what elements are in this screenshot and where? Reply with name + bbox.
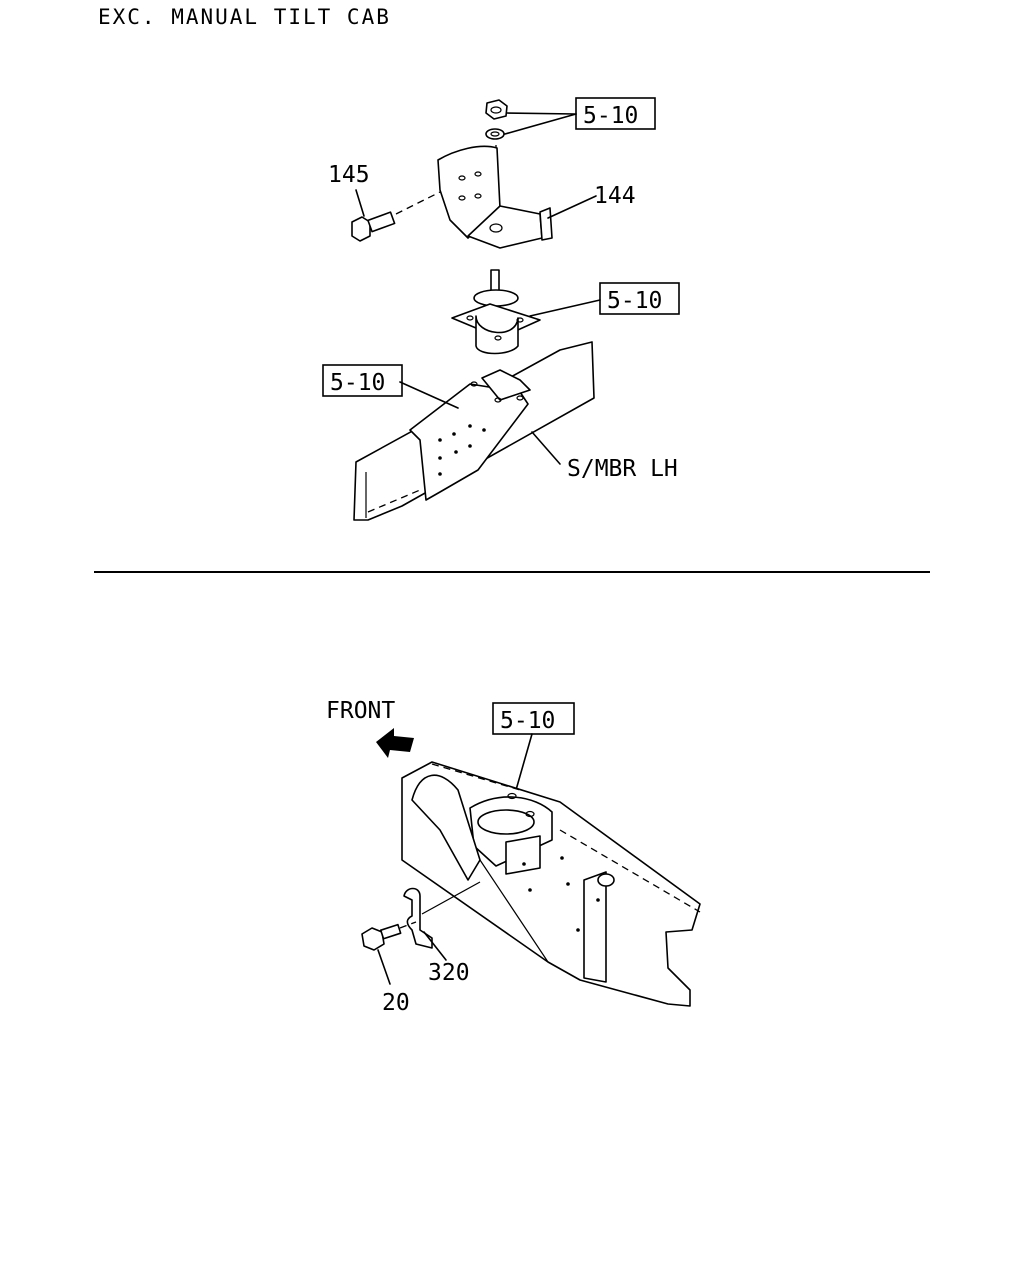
- leader-nut: [506, 112, 577, 115]
- leader-washer: [504, 113, 577, 135]
- bolt-145-drawing: [351, 191, 441, 242]
- clip-320-drawing: [403, 881, 481, 949]
- leader-mount: [529, 299, 601, 317]
- leader-bolt-145: [355, 189, 365, 217]
- part-label-clip-320: 320: [428, 960, 470, 986]
- leader-bracket-ref: [399, 381, 459, 409]
- frame-member-drawing: [401, 761, 701, 1007]
- direction-label: FRONT: [326, 698, 395, 724]
- member-label: S/MBR LH: [567, 456, 678, 482]
- ref-box-cab-mount: [492, 702, 575, 735]
- bracket-drawing: [437, 145, 553, 249]
- part-label-bolt-20: 20: [382, 990, 410, 1016]
- ref-label-bracket: 5-10: [330, 370, 385, 396]
- side-member-drawing: [353, 341, 595, 521]
- part-label-bracket: 144: [594, 183, 636, 209]
- ref-label-nut-washer: 5-10: [583, 103, 638, 129]
- leader-cab-mount: [515, 733, 533, 791]
- leader-bolt-20: [377, 949, 391, 985]
- lower-view: FRONT 5-10: [326, 698, 701, 1016]
- front-arrow-icon: [376, 728, 414, 758]
- ref-box-nut-washer: [575, 97, 656, 130]
- upper-view: 5-10 144 145: [322, 97, 680, 521]
- leader-bracket: [547, 195, 597, 219]
- mount-drawing: [451, 269, 541, 355]
- leader-clip-320: [423, 931, 447, 961]
- leader-member: [531, 431, 561, 465]
- ref-box-bracket: [322, 364, 403, 397]
- ref-label-mount: 5-10: [607, 288, 662, 314]
- part-label-bolt-145: 145: [328, 162, 370, 188]
- bolt-20-drawing: [361, 921, 417, 951]
- diagram-title: EXC. MANUAL TILT CAB: [98, 5, 391, 29]
- ref-box-mount: [599, 282, 680, 315]
- ref-label-cab-mount: 5-10: [500, 708, 555, 734]
